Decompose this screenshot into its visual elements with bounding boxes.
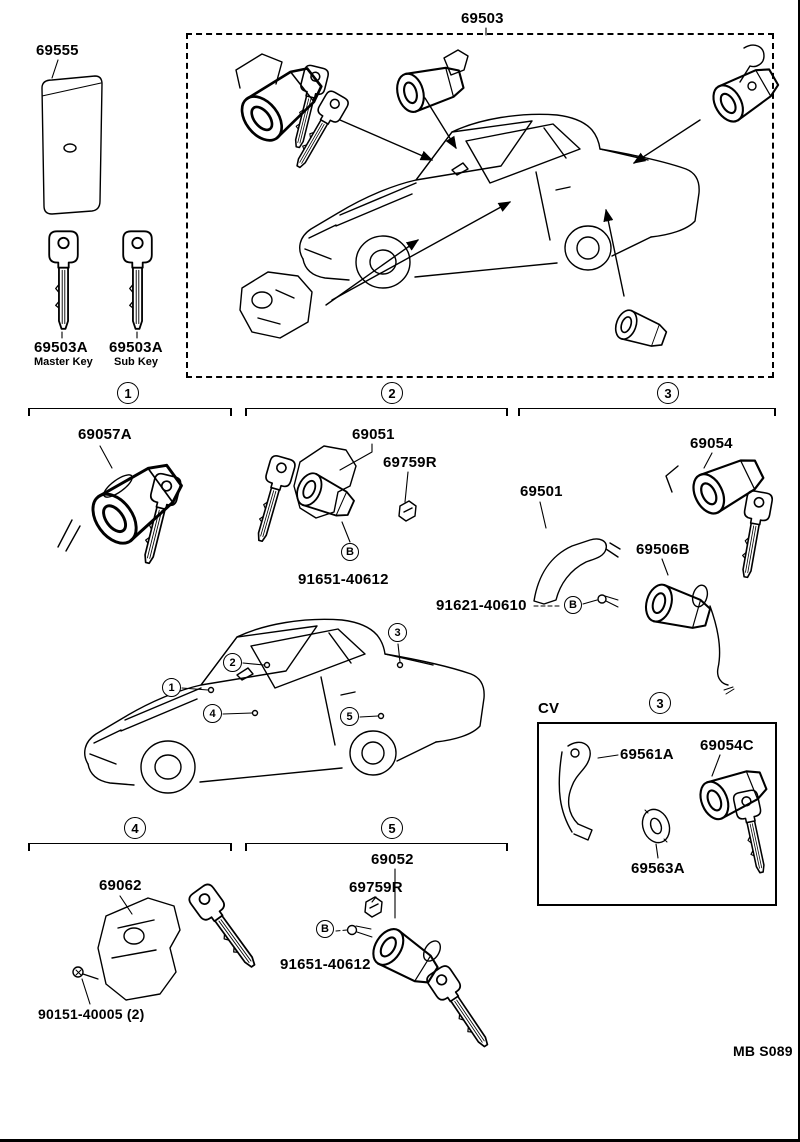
cv-art [558, 741, 775, 876]
part-label-91621: 91621-40610 [436, 597, 527, 614]
car-overview-art [299, 113, 700, 289]
part-label-91651-s2: 91651-40612 [298, 571, 389, 588]
back-door-lock-overview-art [239, 271, 313, 339]
section-2-number: 2 [381, 382, 403, 404]
section-5-art [335, 868, 498, 1054]
right-lock-overview-art [706, 44, 785, 128]
callout-3: 3 [388, 623, 407, 642]
overview-arrows [325, 97, 701, 306]
cv-label: CV [538, 700, 560, 717]
part-label-69052: 69052 [371, 851, 414, 868]
cv-section-number: 3 [649, 692, 671, 714]
part-label-69506b: 69506B [636, 541, 690, 558]
part-label-91651-s5: 91651-40612 [280, 956, 371, 973]
part-label-69062: 69062 [99, 877, 142, 894]
section-5-number: 5 [381, 817, 403, 839]
section-2-bracket [245, 408, 508, 417]
door-lock-overview-art [392, 49, 469, 116]
part-label-69561a: 69561A [620, 746, 674, 763]
callout-2: 2 [223, 653, 242, 672]
cv-variant-box [537, 722, 777, 906]
section-4-bracket [28, 843, 232, 852]
marker-b-s2: B [341, 543, 359, 561]
part-label-90151: 90151-40005 (2) [38, 1006, 145, 1022]
ignition-lock-overview-art [232, 53, 351, 174]
sub-key-label: 69503A [109, 339, 163, 356]
callout-1: 1 [162, 678, 181, 697]
lock-cylinder-set-box [186, 33, 774, 378]
key-card-label: 69555 [36, 42, 79, 59]
lock-set-label: 69503 [461, 10, 504, 27]
part-label-69057a: 69057A [78, 426, 132, 443]
section-3-bracket [518, 408, 776, 417]
master-key-label: 69503A [34, 339, 88, 356]
marker-b-s5: B [316, 920, 334, 938]
master-key-caption: Master Key [34, 356, 93, 368]
part-label-69759r-s5: 69759R [349, 879, 403, 896]
part-label-69051: 69051 [352, 426, 395, 443]
section-1-art [57, 445, 192, 567]
callout-4: 4 [203, 704, 222, 723]
section-5-bracket [245, 843, 508, 852]
callout-car-art [84, 618, 485, 794]
master-key-art [48, 230, 79, 339]
section-1-number: 1 [117, 382, 139, 404]
part-label-69054c: 69054C [700, 737, 754, 754]
key-card-art [41, 59, 103, 215]
part-label-69054: 69054 [690, 435, 733, 452]
sub-key-caption: Sub Key [114, 356, 159, 368]
callout-5: 5 [340, 707, 359, 726]
section-3-art [533, 449, 775, 695]
section-4-art [72, 881, 266, 1005]
section-1-bracket [28, 408, 232, 417]
part-label-69563a: 69563A [631, 860, 685, 877]
section-4-number: 4 [124, 817, 146, 839]
part-label-69759r-s2: 69759R [383, 454, 437, 471]
footer-code: MB S089 [733, 1043, 793, 1059]
luggage-lock-overview-art [611, 306, 670, 354]
section-2-art [247, 443, 417, 546]
part-label-69501: 69501 [520, 483, 563, 500]
marker-b-s3: B [564, 596, 582, 614]
section-3-number: 3 [657, 382, 679, 404]
sub-key-art [122, 230, 153, 339]
